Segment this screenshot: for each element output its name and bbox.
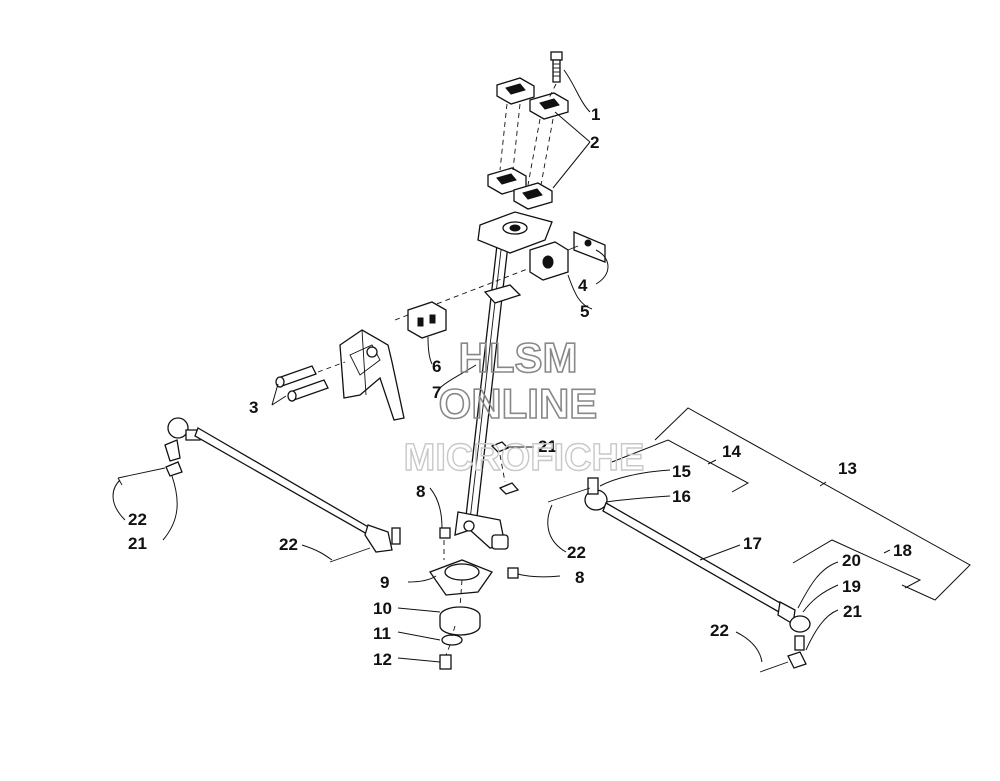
callouts: 1 2 3 4 5 6 7 8 8 9 10 11 12 13 14 15 16… <box>128 105 912 669</box>
callout-2: 2 <box>590 133 599 152</box>
callout-21-center: 21 <box>538 437 557 456</box>
callout-1: 1 <box>591 105 600 124</box>
callout-18: 18 <box>893 541 912 560</box>
callout-17: 17 <box>743 534 762 553</box>
left-tie-rod <box>117 417 401 563</box>
watermark-line1: HLSM <box>459 334 578 381</box>
callout-3: 3 <box>249 398 258 417</box>
callout-22-right: 22 <box>710 621 729 640</box>
callout-14: 14 <box>722 442 741 461</box>
right-tie-rod <box>547 477 811 673</box>
callout-22-center: 22 <box>279 535 298 554</box>
callout-12: 12 <box>373 650 392 669</box>
callout-4: 4 <box>578 276 588 295</box>
callout-22-left: 22 <box>128 510 147 529</box>
lower-bushing <box>407 301 447 339</box>
callout-8-lower: 8 <box>575 568 584 587</box>
callout-22-mid: 22 <box>567 543 586 562</box>
upper-bracket <box>394 231 606 321</box>
callout-5: 5 <box>580 302 589 321</box>
callout-15: 15 <box>672 462 691 481</box>
leader-lines <box>112 69 839 663</box>
callout-21-left: 21 <box>128 534 147 553</box>
group-brackets <box>611 407 971 601</box>
handlebar-clamps <box>487 77 569 210</box>
callout-10: 10 <box>373 599 392 618</box>
cap-screw <box>548 51 563 99</box>
watermark-line2: ONLINE <box>439 380 598 427</box>
callout-6: 6 <box>432 357 441 376</box>
pins <box>275 361 346 402</box>
watermark: HLSM ONLINE MICROFICHE <box>403 333 645 480</box>
callout-16: 16 <box>672 487 691 506</box>
callout-9: 9 <box>380 573 389 592</box>
frame-bracket <box>339 329 405 421</box>
callout-8-upper: 8 <box>416 482 425 501</box>
callout-13: 13 <box>838 459 857 478</box>
bolts-nuts <box>439 441 520 579</box>
callout-20: 20 <box>842 551 861 570</box>
lower-bearing-stack <box>428 559 494 670</box>
callout-11: 11 <box>373 624 391 643</box>
callout-19: 19 <box>842 577 861 596</box>
callout-21-right: 21 <box>843 602 862 621</box>
callout-7: 7 <box>432 383 441 402</box>
watermark-line3: MICROFICHE <box>404 437 645 479</box>
steering-post <box>454 211 553 550</box>
